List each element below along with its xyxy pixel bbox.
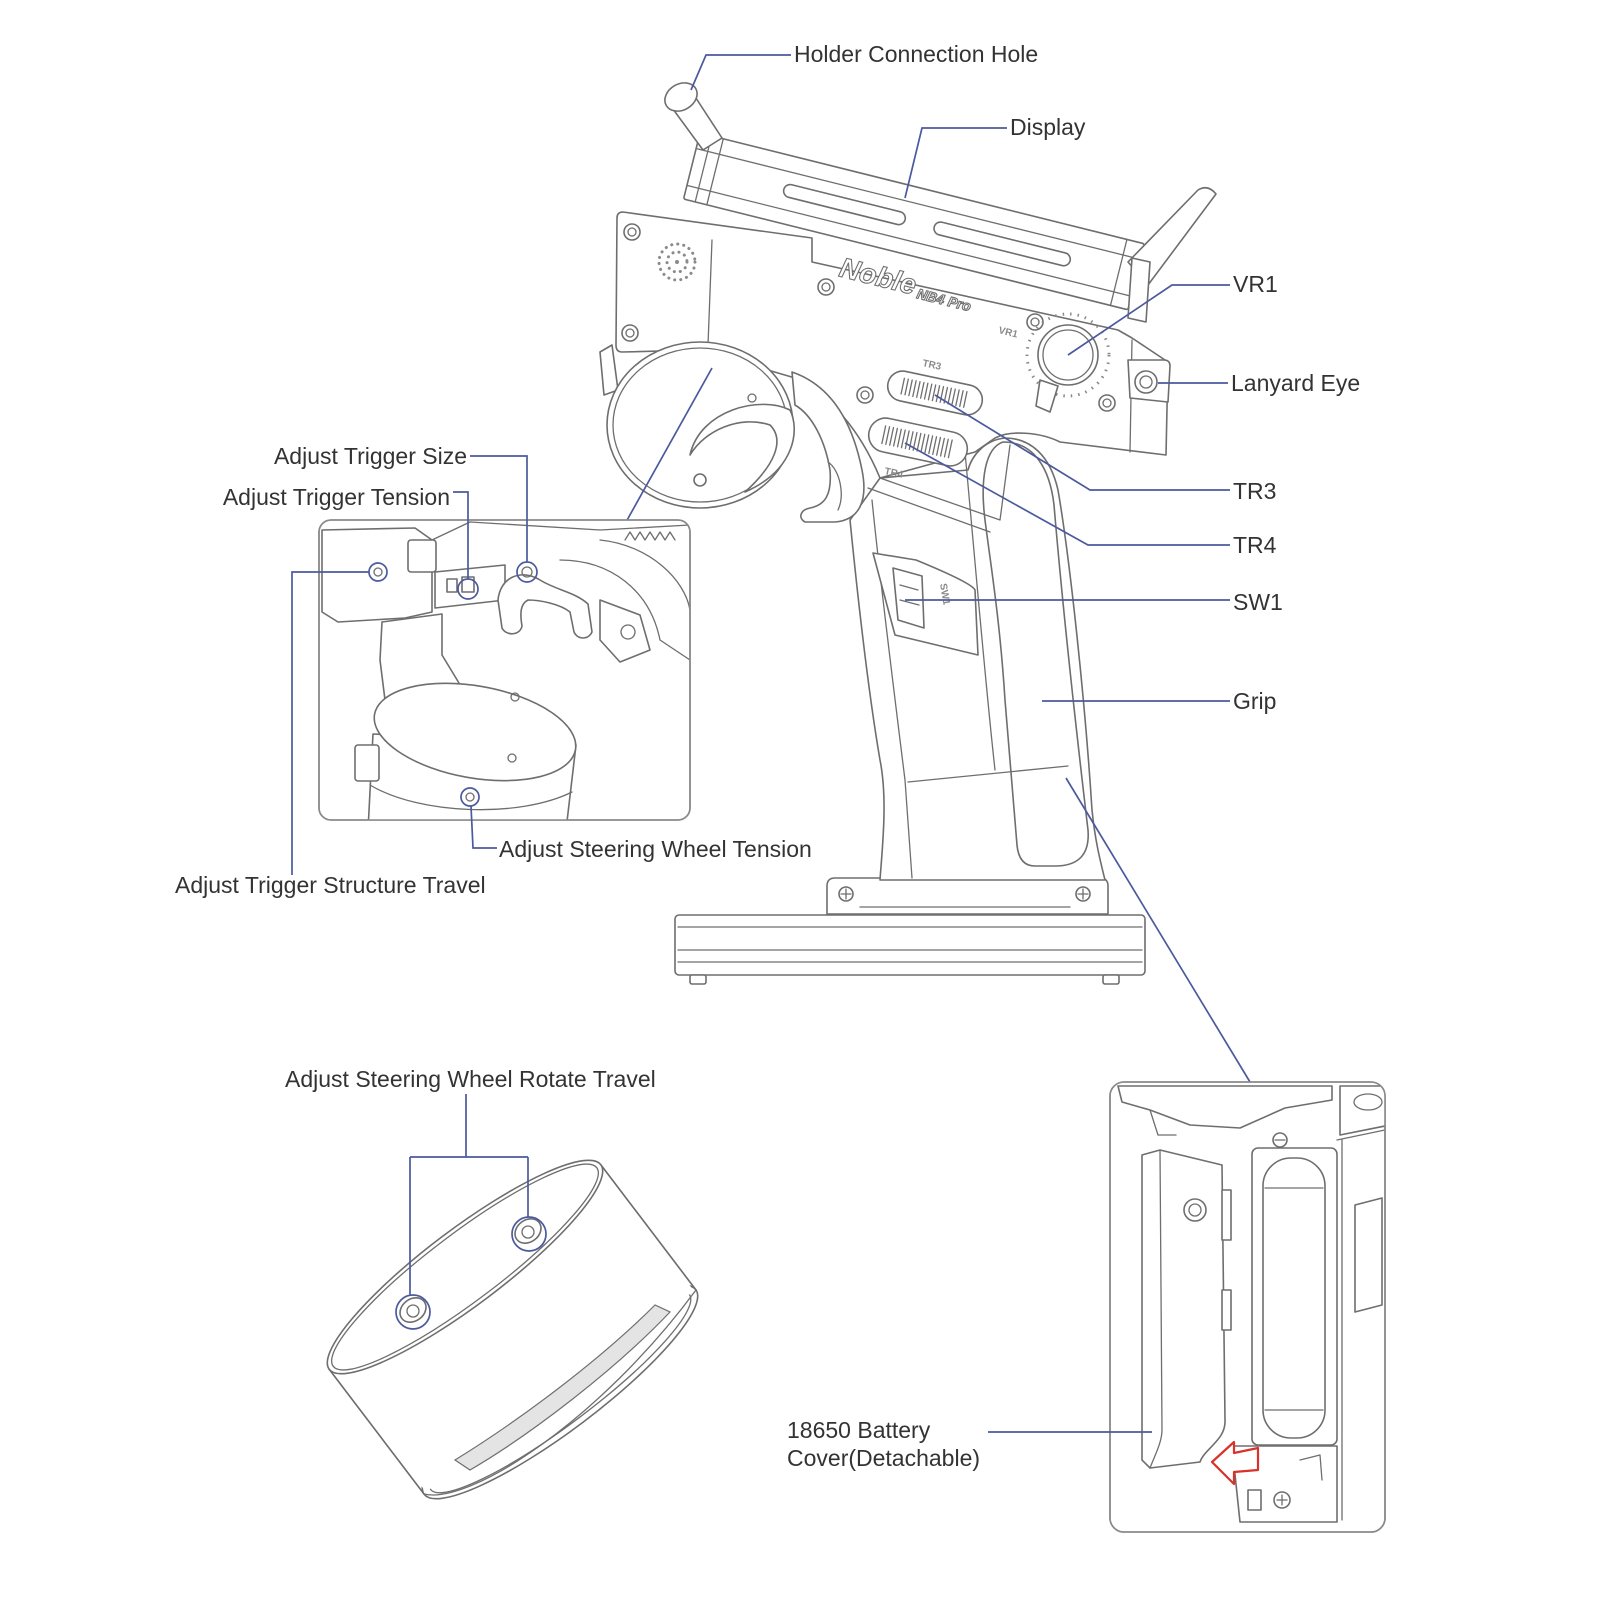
18650-battery — [1262, 1157, 1326, 1439]
marker-steering-wheel-tension — [460, 787, 480, 807]
leader-to-battery-inset — [1065, 777, 1251, 1083]
label-battery-cover-line1: 18650 Battery — [787, 1417, 931, 1443]
label-grip: Grip — [1233, 688, 1276, 714]
label-tr3: TR3 — [1233, 478, 1276, 504]
label-adjust-trigger-size: Adjust Trigger Size — [274, 443, 467, 469]
trigger-adjustment-inset: Adjust Trigger Size Adjust Trigger Tensi… — [175, 443, 812, 898]
throttle-trigger — [791, 371, 865, 523]
label-battery-cover-line2: Cover(Detachable) — [787, 1445, 980, 1471]
label-display: Display — [1010, 114, 1086, 140]
leader-steering-wheel-tension — [470, 805, 497, 849]
leader-to-trigger-inset — [625, 367, 713, 523]
grip-handle — [849, 437, 1106, 881]
transmitter-head: Noble NB4 Pro VR1 TR3 TR4 — [615, 211, 1169, 521]
tr4-trim-slider — [867, 417, 969, 467]
main-leader-lines — [625, 54, 1251, 1083]
label-sw1: SW1 — [1233, 589, 1283, 615]
transmitter-main-view: SW1 Noble NB4 Pro — [599, 82, 1217, 985]
leader-holder-connection-hole — [690, 54, 791, 91]
steering-wheel — [599, 341, 796, 509]
leader-steering-wheel-rotate-travel — [409, 1094, 529, 1295]
leader-trigger-size — [470, 455, 528, 562]
leader-trigger-structure-travel — [291, 571, 369, 875]
holder-left-arm — [664, 82, 723, 151]
battery-compartment — [1251, 1147, 1338, 1446]
leader-vr1 — [1067, 284, 1230, 356]
wheel-screw-hole-lower — [399, 1297, 427, 1323]
tr4-panel-marking: TR4 — [883, 466, 904, 481]
tr3-panel-marking: TR3 — [921, 358, 942, 373]
holder-connection-hole-tube — [664, 82, 698, 112]
label-vr1: VR1 — [1233, 271, 1278, 297]
remove-direction-arrow-icon — [1210, 1440, 1260, 1486]
battery-cover-panel — [1141, 1149, 1232, 1469]
label-tr4: TR4 — [1233, 532, 1277, 558]
battery-cover-inset: 18650 Battery Cover(Detachable) — [787, 1081, 1386, 1533]
steering-wheel-detail: Adjust Steering Wheel Rotate Travel — [285, 1066, 699, 1500]
main-labels: Holder Connection Hole Display VR1 Lanya… — [794, 41, 1360, 714]
label-adjust-steering-wheel-rotate-travel: Adjust Steering Wheel Rotate Travel — [285, 1066, 656, 1092]
label-lanyard-eye: Lanyard Eye — [1231, 370, 1360, 396]
vr1-panel-marking: VR1 — [997, 325, 1019, 340]
label-adjust-steering-wheel-tension: Adjust Steering Wheel Tension — [499, 836, 812, 862]
speaker-grille — [657, 242, 697, 282]
label-adjust-trigger-structure-travel: Adjust Trigger Structure Travel — [175, 872, 486, 898]
holder-right-arm — [1127, 186, 1217, 323]
panel-screws — [621, 223, 1116, 412]
label-holder-connection-hole: Holder Connection Hole — [794, 41, 1038, 67]
marker-rotate-travel-lower — [395, 1294, 431, 1330]
wheel-screw-hole-upper — [514, 1218, 542, 1244]
marker-rotate-travel-upper — [511, 1216, 547, 1252]
tr3-trim-slider — [886, 370, 984, 416]
base-stand — [674, 914, 1146, 985]
label-adjust-trigger-tension: Adjust Trigger Tension — [223, 484, 450, 510]
leader-tr3 — [934, 394, 1230, 491]
base-bracket — [826, 877, 1109, 915]
leader-tr4 — [904, 442, 1230, 546]
leader-trigger-tension — [453, 491, 469, 579]
leader-display — [904, 127, 1007, 199]
lanyard-eye — [1127, 359, 1171, 403]
sw1-switch: SW1 — [872, 552, 979, 656]
